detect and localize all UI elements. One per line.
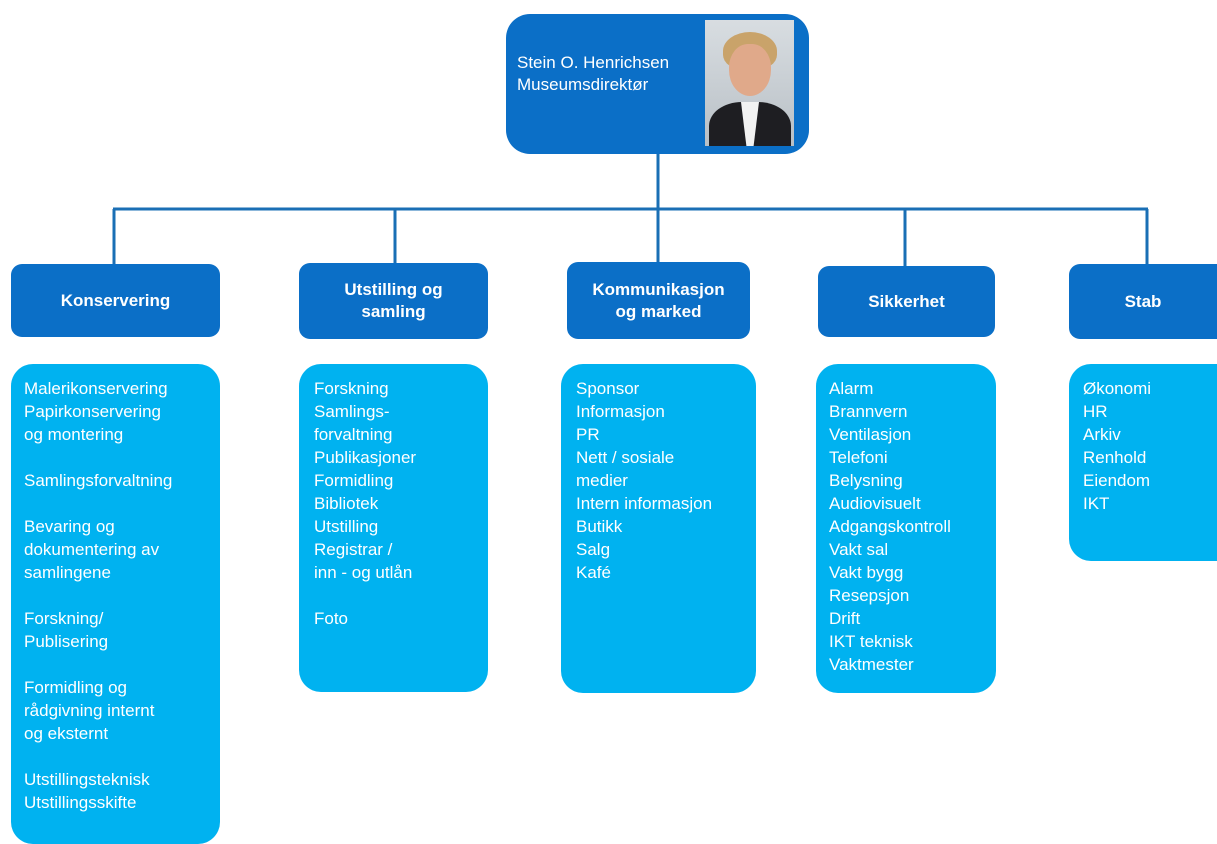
list-item: dokumentering av: [24, 540, 160, 559]
list-item: Nett / sosiale: [576, 448, 675, 467]
list-item: Telefoni: [829, 448, 888, 467]
dept-header-label: Utstilling og samling: [344, 280, 443, 321]
list-item: IKT teknisk: [829, 632, 913, 651]
list-item: Foto: [314, 609, 349, 628]
dept-header-sikkerhet: Sikkerhet: [818, 266, 995, 337]
list-item: inn - og utlån: [314, 563, 413, 582]
list-item: Utstillingsteknisk: [24, 770, 150, 789]
list-item: HR: [1083, 402, 1108, 421]
dept-header-label: Stab: [1124, 291, 1162, 311]
list-item: Bibliotek: [314, 494, 379, 513]
list-item: Forskning: [314, 379, 389, 398]
director-name: Stein O. Henrichsen: [517, 53, 670, 72]
list-item: Økonomi: [1083, 379, 1152, 398]
list-item: Salg: [576, 540, 611, 559]
list-item: Vakt sal: [829, 540, 889, 559]
list-item: Samlingsforvaltning: [24, 471, 173, 490]
list-item: Resepsjon: [829, 586, 910, 605]
list-item: Utstilling: [314, 517, 379, 536]
list-item: PR: [576, 425, 600, 444]
list-item: Brannvern: [829, 402, 908, 421]
director-portrait: [705, 20, 794, 146]
list-item: Formidling: [314, 471, 394, 490]
list-item: samlingene: [24, 563, 111, 582]
list-item: Eiendom: [1083, 471, 1151, 490]
dept-header-kommunikasjon: Kommunikasjon og marked: [567, 262, 750, 339]
list-item: Drift: [829, 609, 861, 628]
list-item: forvaltning: [314, 425, 393, 444]
list-item: Utstillingsskifte: [24, 793, 137, 812]
list-item: Malerikonservering: [24, 379, 168, 398]
dept-header-label: Sikkerhet: [868, 291, 945, 311]
list-item: Formidling og: [24, 678, 127, 697]
list-item: Adgangskontroll: [829, 517, 951, 536]
list-item: og montering: [24, 425, 124, 444]
list-item: Vakt bygg: [829, 563, 904, 582]
list-item: medier: [576, 471, 628, 490]
list-item: Ventilasjon: [829, 425, 912, 444]
list-item: Publisering: [24, 632, 109, 651]
director-box: Stein O. Henrichsen Museumsdirektør: [506, 14, 809, 154]
list-item: Registrar /: [314, 540, 393, 559]
list-item: Sponsor: [576, 379, 640, 398]
list-item: Informasjon: [576, 402, 665, 421]
dept-header-konservering: Konservering: [11, 264, 220, 337]
list-item: Belysning: [829, 471, 903, 490]
dept-header-utstilling: Utstilling og samling: [299, 263, 488, 339]
list-item: og eksternt: [24, 724, 109, 743]
list-item: Publikasjoner: [314, 448, 417, 467]
list-item: Papirkonservering: [24, 402, 162, 421]
list-item: Vaktmester: [829, 655, 914, 674]
director-title: Museumsdirektør: [517, 75, 649, 94]
list-item: Samlings-: [314, 402, 390, 421]
list-item: Bevaring og: [24, 517, 115, 536]
list-item: IKT: [1083, 494, 1110, 513]
dept-header-label: Kommunikasjon og marked: [592, 279, 725, 321]
list-item: Alarm: [829, 379, 874, 398]
list-item: Kafé: [576, 563, 611, 582]
list-item: Butikk: [576, 517, 623, 536]
dept-header-label: Konservering: [60, 290, 171, 310]
list-item: Renhold: [1083, 448, 1147, 467]
list-item: rådgivning internt: [24, 701, 155, 720]
list-item: Forskning/: [24, 609, 104, 628]
list-item: Intern informasjon: [576, 494, 713, 513]
dept-header-stab: Stab: [1069, 264, 1217, 339]
list-item: Audiovisuelt: [829, 494, 921, 513]
list-item: Arkiv: [1083, 425, 1121, 444]
